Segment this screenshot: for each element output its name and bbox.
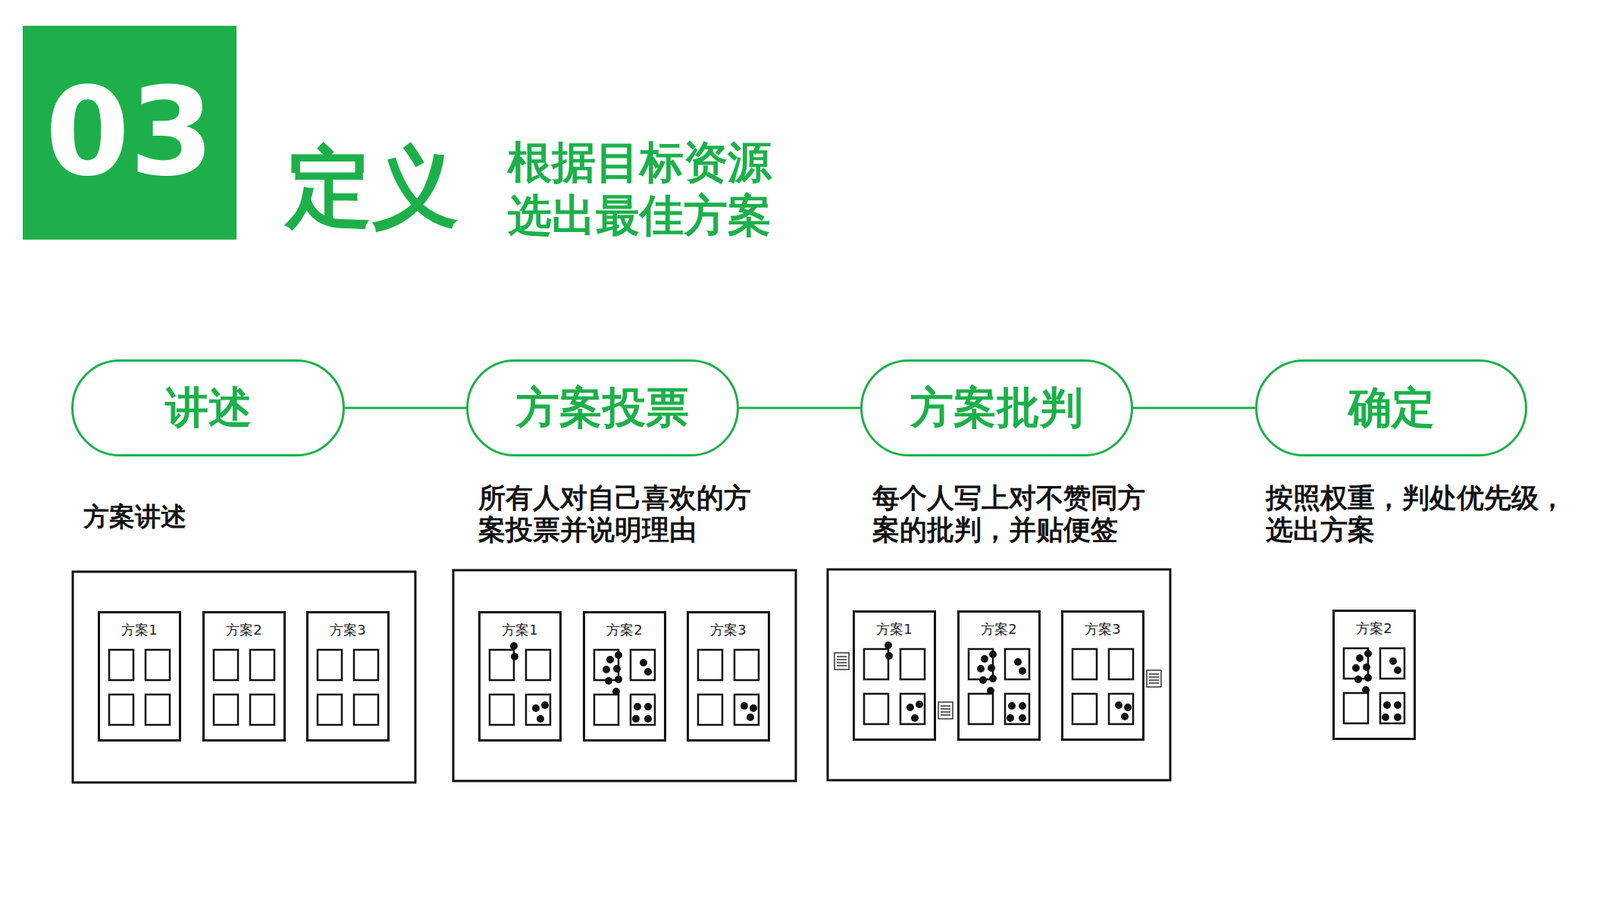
number-block: 03 [22,25,237,240]
node-text: 方案2 [585,620,664,639]
card-grid [489,641,551,725]
card-grid [213,649,275,725]
plan-card: 方案3 [1061,610,1145,741]
node-text: 方案2 [1334,619,1414,638]
plan-card: 方案2 [202,610,286,742]
card-grid [864,641,925,724]
node-text: 方案1 [100,620,179,639]
card-grid [109,649,170,725]
board-frame [453,569,796,781]
step-description: 方案讲述 [83,501,354,533]
card-grid [1343,648,1405,724]
title: 定义 [285,144,459,231]
plan-card: 方案3 [686,610,771,742]
connector-line [344,407,467,410]
node-text: 方案2 [959,619,1039,639]
subtitle: 根据目标资源 选出最佳方案 [507,136,794,242]
node-text: 03 [45,72,215,194]
connector-line [1133,407,1256,410]
node-text: 讲述 [165,378,252,438]
node-text: 确定 [1348,378,1435,438]
node-text: 方案1 [854,619,934,639]
board-frame [827,569,1171,780]
step-description: 每个人写上对不赞同方 案的批判，并贴便签 [872,482,1156,546]
card-grid [968,648,1030,724]
plan-card: 方案2 [957,610,1041,741]
plan-card: 方案1 [97,610,182,742]
step-description: 按照权重，判处优先级， 选出方案 [1265,482,1575,546]
step-pill: 方案批判 [860,359,1134,457]
step-pill: 讲述 [71,359,345,457]
step-description: 所有人对自己喜欢的方 案投票并说明理由 [478,482,762,546]
step-pill: 确定 [1255,359,1528,457]
step-pill: 方案投票 [466,359,739,457]
plan-card: 方案2 [1332,609,1416,740]
node-text: 方案3 [308,620,388,639]
node-text: 方案批判 [910,378,1084,438]
node-text: 方案3 [1063,619,1143,639]
connector-line [738,407,861,410]
plan-card: 方案1 [852,610,937,741]
card-grid [594,649,655,725]
card-grid [317,649,379,725]
plan-card: 方案3 [306,610,390,742]
node-text: 方案投票 [516,378,689,438]
board-frame [72,571,416,783]
plan-card: 方案2 [582,610,667,742]
sticky-note [834,652,1162,719]
card-grid [698,649,759,725]
card-grid [1072,648,1134,724]
node-text: 方案1 [480,620,560,639]
node-text: 方案2 [204,620,284,639]
node-text: 方案3 [688,620,768,639]
plan-card: 方案1 [478,610,562,742]
